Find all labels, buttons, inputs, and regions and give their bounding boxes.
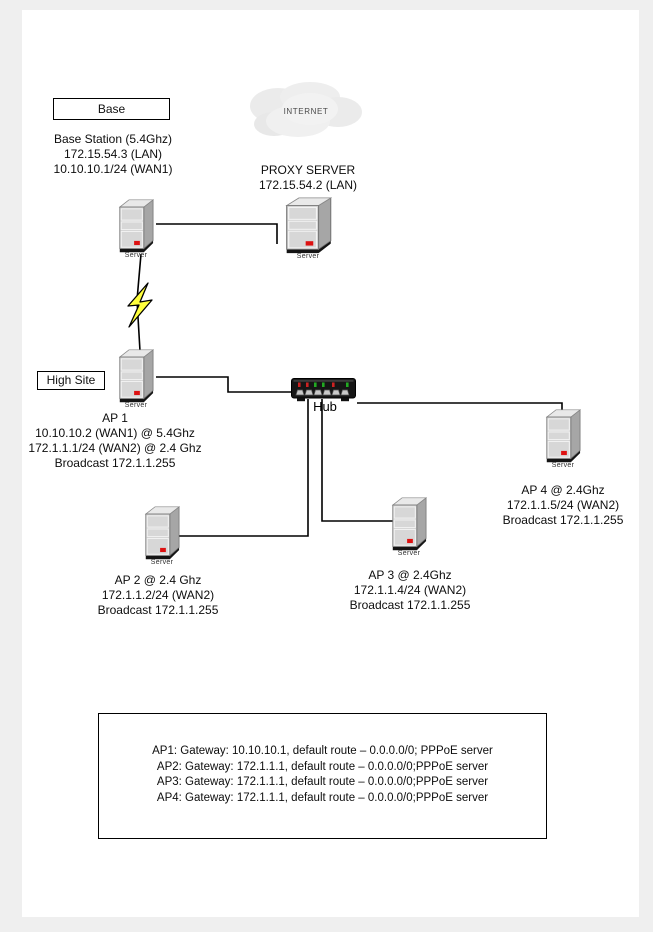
server-caption: Server <box>124 402 148 409</box>
server-caption: Server <box>124 252 148 259</box>
note-ap3: AP3: Gateway: 172.1.1.1, default route –… <box>156 776 489 788</box>
proxy-server-lan-ip: 172.15.54.2 (LAN) <box>258 178 358 192</box>
ap1-title: AP 1 <box>102 411 128 425</box>
note-ap1: AP1: Gateway: 10.10.10.1, default route … <box>152 745 493 757</box>
ap4-server: Server <box>544 408 582 469</box>
hub-device <box>291 378 357 402</box>
ap4-broadcast: Broadcast 172.1.1.255 <box>502 513 624 527</box>
ap1-wan1-ip: 10.10.10.2 (WAN1) @ 5.4Ghz <box>35 426 195 440</box>
high-site-box: High Site <box>37 371 105 390</box>
ap1-label-block: AP 1 10.10.10.2 (WAN1) @ 5.4Ghz 172.1.1.… <box>5 411 225 471</box>
server-icon <box>286 197 332 254</box>
base-site-label: Base <box>97 102 126 116</box>
ap4-title: AP 4 @ 2.4Ghz <box>521 483 605 497</box>
server-icon <box>119 349 154 403</box>
hub-icon <box>291 378 356 402</box>
ap1-wan2-ip: 172.1.1.1/24 (WAN2) @ 2.4 Ghz <box>28 441 202 455</box>
base-station-lan-ip: 172.15.54.3 (LAN) <box>63 147 163 161</box>
base-station-title: Base Station (5.4Ghz) <box>53 132 173 146</box>
ap3-wan2-ip: 172.1.1.4/24 (WAN2) <box>353 583 467 597</box>
ap3-title: AP 3 @ 2.4Ghz <box>368 568 452 582</box>
ap4-wan2-ip: 172.1.1.5/24 (WAN2) <box>506 498 620 512</box>
server-icon <box>392 497 427 551</box>
ap4-label-block: AP 4 @ 2.4Ghz 172.1.1.5/24 (WAN2) Broadc… <box>473 483 653 528</box>
server-caption: Server <box>397 550 421 557</box>
server-icon <box>546 409 581 463</box>
base-station-server: Server <box>117 198 155 259</box>
cloud-icon <box>250 82 362 137</box>
base-station-label-block: Base Station (5.4Ghz) 172.15.54.3 (LAN) … <box>23 132 203 177</box>
ap3-label-block: AP 3 @ 2.4Ghz 172.1.1.4/24 (WAN2) Broadc… <box>320 568 500 613</box>
server-caption: Server <box>296 253 320 260</box>
ap1-broadcast: Broadcast 172.1.1.255 <box>54 456 176 470</box>
base-site-box: Base <box>53 98 170 120</box>
internet-label: INTERNET <box>283 107 329 116</box>
ap2-broadcast: Broadcast 172.1.1.255 <box>97 603 219 617</box>
ap3-server: Server <box>390 496 428 557</box>
base-station-wan-ip: 10.10.10.1/24 (WAN1) <box>53 162 173 176</box>
hub-label: Hub <box>313 399 337 414</box>
high-site-label: High Site <box>46 373 96 387</box>
note-ap4: AP4: Gateway: 172.1.1.1, default route –… <box>156 791 489 804</box>
ap2-title: AP 2 @ 2.4 Ghz <box>114 573 202 587</box>
internet-cloud: INTERNET <box>248 80 364 142</box>
server-icon <box>119 199 154 253</box>
server-caption: Server <box>551 462 575 469</box>
ap2-wan2-ip: 172.1.1.2/24 (WAN2) <box>101 588 215 602</box>
ap3-broadcast: Broadcast 172.1.1.255 <box>349 598 471 612</box>
proxy-server-icon-comp: Server <box>283 196 333 260</box>
ap2-label-block: AP 2 @ 2.4 Ghz 172.1.1.2/24 (WAN2) Broad… <box>68 573 248 618</box>
proxy-server-label-block: PROXY SERVER 172.15.54.2 (LAN) <box>228 163 388 193</box>
ap1-server: Server <box>117 348 155 409</box>
proxy-server-title: PROXY SERVER <box>260 163 356 177</box>
ap2-server: Server <box>143 505 181 566</box>
server-caption: Server <box>150 559 174 566</box>
gateway-notes-box: AP1: Gateway: 10.10.10.1, default route … <box>98 713 547 839</box>
note-ap2: AP2: Gateway: 172.1.1.1, default route –… <box>156 760 489 773</box>
server-icon <box>145 506 180 560</box>
